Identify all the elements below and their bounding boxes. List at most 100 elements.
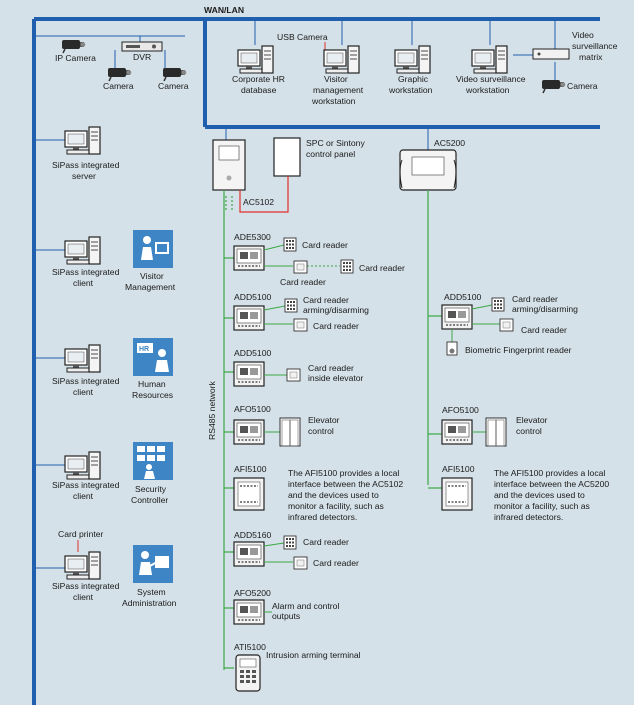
video-workstation-label: Video surveillance workstation — [456, 74, 528, 95]
sipass-client-pc-icon — [64, 236, 101, 265]
video-matrix-label: Video surveillance matrix — [572, 30, 620, 62]
add5100-module-icon — [233, 305, 265, 331]
card-reader-label: Card reader — [302, 240, 348, 250]
sipass-client-label: SiPass integrated client — [52, 581, 122, 602]
visitor-management-label: Visitor Management — [125, 271, 176, 292]
rs485-label: RS485 network — [207, 381, 217, 440]
card-reader-label: Card reader — [521, 325, 567, 335]
sipass-server-label: SiPass integrated server — [52, 160, 122, 181]
intrusion-terminal-icon — [235, 654, 261, 692]
graphic-workstation-pc-icon — [394, 45, 431, 74]
camera-label: Camera — [158, 81, 189, 91]
system-administration-icon — [133, 545, 173, 583]
afo5200-label: AFO5200 — [234, 588, 271, 598]
card-reader-icon — [293, 260, 308, 274]
dvr-icon — [121, 41, 163, 52]
afi5100-label: AFI5100 — [234, 464, 267, 474]
afo5200-module-icon — [233, 599, 265, 625]
add5100-label: ADD5100 — [444, 292, 481, 302]
card-reader-arming-label: Card reader arming/disarming — [512, 294, 578, 314]
alarm-outputs-label: Alarm and control outputs — [272, 601, 342, 621]
ac5200-controller-icon — [399, 149, 457, 191]
spc-panel-label: SPC or Sintony control panel — [306, 138, 367, 159]
add5160-label: ADD5160 — [234, 530, 271, 540]
fingerprint-reader-icon — [446, 341, 458, 356]
top-camera-label: Camera — [567, 81, 598, 91]
add5100-label: ADD5100 — [234, 292, 271, 302]
wan-lan-backbone — [32, 17, 600, 705]
add5100-label: ADD5100 — [234, 348, 271, 358]
sipass-client-pc-icon — [64, 551, 101, 580]
elevator-icon — [279, 417, 301, 447]
human-resources-icon — [133, 338, 173, 376]
add5100-module-icon — [441, 304, 473, 330]
biometric-reader-label: Biometric Fingerprint reader — [465, 345, 572, 355]
top-row-links — [254, 19, 556, 80]
system-administration-label: System Administration — [122, 587, 177, 608]
afo5100-module-icon — [441, 419, 473, 445]
card-reader-icon — [284, 298, 298, 313]
card-reader-elevator-label: Card reader inside elevator — [308, 363, 364, 383]
sipass-client-label: SiPass integrated client — [52, 376, 122, 397]
add5160-module-icon — [233, 541, 265, 567]
sipass-server-pc-icon — [64, 126, 101, 155]
ip-camera-icon — [61, 39, 87, 54]
card-reader-label: Card reader — [313, 321, 359, 331]
ip-camera-label: IP Camera — [55, 53, 96, 63]
wan-lan-label: WAN/LAN — [204, 5, 244, 15]
left-column-links — [34, 139, 65, 569]
sipass-client-label: SiPass integrated client — [52, 480, 122, 501]
card-reader-icon — [283, 535, 297, 550]
security-controller-icon — [133, 442, 173, 480]
add5160-links — [263, 542, 293, 563]
ac5102-label: AC5102 — [243, 197, 274, 207]
afo5100-module-icon — [233, 419, 265, 445]
visitor-management-icon — [133, 230, 173, 268]
sipass-client-pc-icon — [64, 451, 101, 480]
card-reader-icon — [283, 237, 297, 252]
corporate-hr-label: Corporate HR database — [232, 74, 287, 95]
elevator-control-label: Elevator control — [308, 415, 342, 436]
rs485-network — [223, 190, 442, 670]
add5100-links — [263, 305, 293, 325]
intrusion-terminal-label: Intrusion arming terminal — [266, 650, 361, 660]
spc-link — [239, 176, 289, 213]
card-reader-arming-label: Card reader arming/disarming — [303, 295, 369, 315]
elevator-icon — [485, 417, 507, 447]
card-reader-icon — [293, 556, 308, 570]
afi5100-module-icon — [441, 477, 473, 511]
camera-icon — [107, 67, 133, 82]
afo5100-label: AFO5100 — [442, 405, 479, 415]
card-reader-label: Card reader — [313, 558, 359, 568]
card-reader-icon — [286, 368, 301, 382]
visitor-workstation-label: Visitor management workstation — [311, 74, 366, 106]
afo5100-label: AFO5100 — [234, 404, 271, 414]
security-controller-label: Security Controller — [131, 484, 168, 505]
card-reader-icon — [491, 297, 505, 312]
human-resources-label: Human Resources — [132, 379, 173, 400]
graphic-workstation-label: Graphic workstation — [388, 74, 433, 95]
card-reader-icon — [293, 318, 308, 332]
sipass-client-label: SiPass integrated client — [52, 267, 122, 288]
dvr-label: DVR — [133, 52, 151, 62]
hr-badge-label: HR — [139, 346, 149, 353]
card-reader-icon — [499, 318, 514, 332]
usb-camera-label: USB Camera — [277, 32, 328, 42]
video-matrix-icon — [532, 48, 570, 60]
afi5100-label: AFI5100 — [442, 464, 475, 474]
visitor-workstation-pc-icon — [323, 45, 360, 74]
card-reader-label: Card reader — [359, 263, 405, 273]
card-reader-label: Card reader — [280, 277, 326, 287]
ade5300-label: ADE5300 — [234, 232, 271, 242]
camera-links — [34, 35, 185, 68]
card-reader-label: Card reader — [303, 537, 349, 547]
afi5100-module-icon — [233, 477, 265, 511]
afi5100-description: The AFI5100 provides a local interface b… — [288, 468, 406, 522]
elevator-control-label: Elevator control — [516, 415, 550, 436]
ade5300-links — [263, 244, 340, 267]
card-reader-icon — [340, 259, 354, 274]
ac5200-label: AC5200 — [434, 138, 465, 148]
camera-icon — [541, 79, 567, 94]
camera-icon — [162, 67, 188, 82]
